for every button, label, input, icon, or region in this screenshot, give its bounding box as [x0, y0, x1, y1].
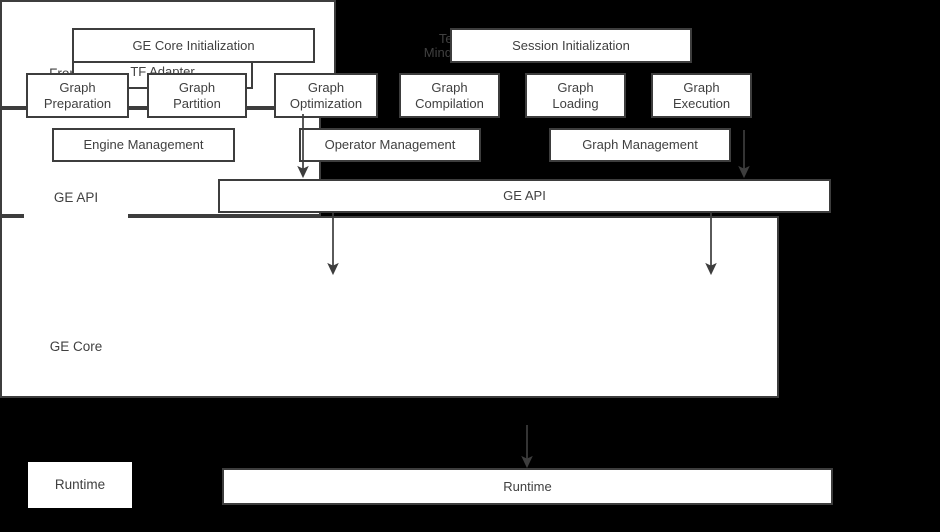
- operator-management-box[interactable]: Operator Management: [299, 128, 481, 162]
- layer-label-ge-core-text: GE Core: [49, 339, 103, 355]
- layer-label-ge-api-text: GE API: [53, 190, 99, 206]
- graph-management-label: Graph Management: [582, 137, 698, 153]
- session-initialization-box[interactable]: Session Initialization: [450, 28, 692, 63]
- graph-preparation-label: Graph Preparation: [43, 80, 112, 111]
- graph-partition-label: Graph Partition: [173, 80, 221, 111]
- ge-core-initialization-label: GE Core Initialization: [132, 37, 255, 53]
- layer-label-ge-core: GE Core: [24, 324, 128, 370]
- graph-preparation-box[interactable]: Graph Preparation: [26, 73, 129, 118]
- graph-loading-label: Graph Loading: [552, 80, 599, 111]
- session-initialization-label: Session Initialization: [512, 37, 630, 53]
- graph-optimization-label: Graph Optimization: [289, 80, 363, 111]
- graph-management-box[interactable]: Graph Management: [549, 128, 731, 162]
- engine-management-box[interactable]: Engine Management: [52, 128, 235, 162]
- ge-core-container: GE Core Initialization Session Initializ…: [0, 28, 779, 398]
- graph-compilation-box[interactable]: Graph Compilation: [399, 73, 500, 118]
- ge-api-bar[interactable]: GE API: [218, 179, 831, 213]
- operator-management-label: Operator Management: [324, 137, 456, 153]
- ge-api-bar-label: GE API: [503, 188, 546, 204]
- runtime-bar[interactable]: Runtime: [222, 468, 833, 505]
- layer-label-ge-api: GE API: [24, 175, 128, 221]
- layer-label-runtime: Runtime: [28, 462, 132, 508]
- runtime-bar-label: Runtime: [503, 478, 552, 494]
- graph-execution-label: Graph Execution: [672, 80, 731, 111]
- graph-loading-box[interactable]: Graph Loading: [525, 73, 626, 118]
- graph-execution-box[interactable]: Graph Execution: [651, 73, 752, 118]
- layer-label-runtime-text: Runtime: [54, 477, 106, 493]
- graph-optimization-box[interactable]: Graph Optimization: [274, 73, 378, 118]
- graph-partition-box[interactable]: Graph Partition: [147, 73, 247, 118]
- graph-compilation-label: Graph Compilation: [415, 80, 484, 111]
- ge-core-initialization-box[interactable]: GE Core Initialization: [72, 28, 315, 63]
- engine-management-label: Engine Management: [83, 137, 204, 153]
